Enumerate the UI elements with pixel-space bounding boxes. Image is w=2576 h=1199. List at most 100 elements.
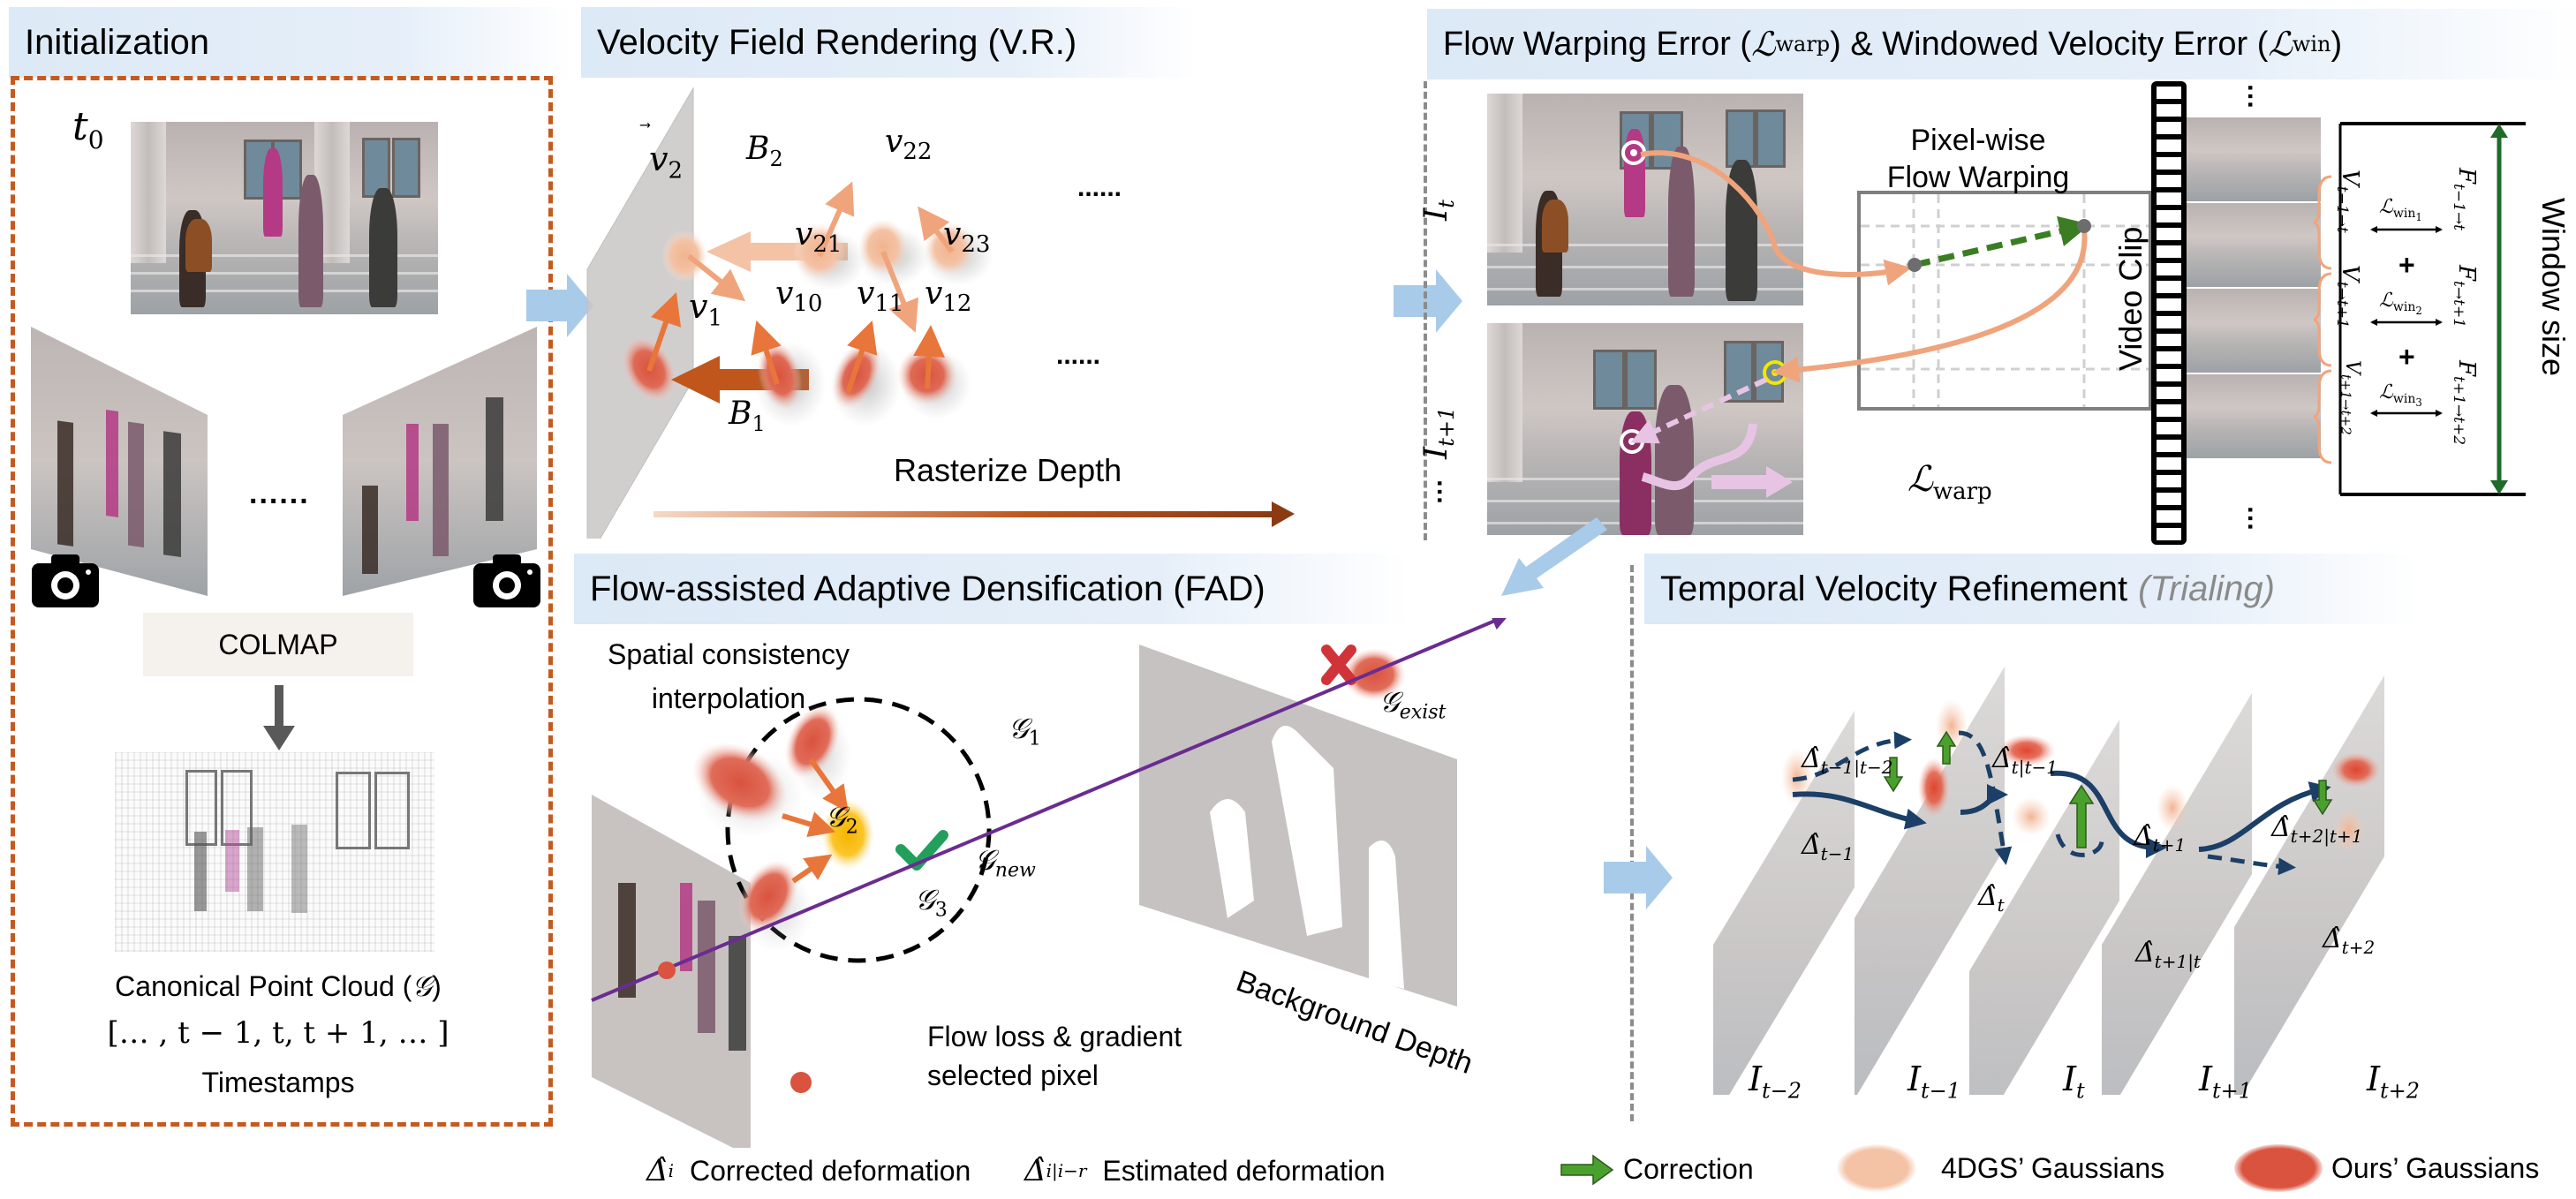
window-term-f3: Ft+1→t+2: [2449, 360, 2480, 446]
point-cloud-image: [115, 752, 434, 952]
gexist-label: 𝒢exist: [1379, 685, 1447, 724]
legend-estimated-deformation: Δ̂i|i−r Estimated deformation: [1024, 1153, 1386, 1188]
b2-arrow: [706, 231, 848, 272]
reference-frame-image: [131, 122, 438, 314]
window-plus-1: +: [2398, 249, 2415, 281]
gaussian-4dgs: [2333, 807, 2365, 853]
window-size-label: Window size: [2535, 198, 2572, 377]
vector-label-v12: v12: [925, 275, 972, 318]
views-ellipsis: ......: [249, 477, 310, 510]
flow-warping-grid: [1857, 191, 2152, 411]
colmap-box: COLMAP: [143, 613, 413, 676]
correction-arrow: [1883, 730, 2333, 848]
divider-bottom: [1630, 565, 1634, 1121]
lwarp-arrow: [1711, 466, 1793, 498]
gnew-label: 𝒢new: [975, 843, 1036, 882]
selected-pixel-legend-label: Flow loss & gradient selected pixel: [927, 1021, 1182, 1091]
gaussian-ours: [1998, 735, 2055, 766]
fad-header: Flow-assisted Adaptive Densification (FA…: [574, 554, 1411, 624]
camera-icon: [473, 554, 540, 607]
gaussian-ours: [832, 342, 881, 409]
timestamps-label: Timestamps: [201, 1067, 355, 1098]
vector-label-v23: v23: [943, 216, 991, 259]
gaussian-4dgs: [661, 230, 707, 283]
legend-ours-gaussians: Ours’ Gaussians: [2234, 1144, 2539, 1192]
delta-est-t1-t2: Δ̂t−1|t−2: [1802, 743, 1893, 778]
pixelwise-label: Pixel-wise Flow Warping: [1886, 124, 2070, 194]
camera-ray: [591, 618, 1510, 1002]
vr-ellipsis-bottom: ......: [1056, 341, 1101, 370]
initialization-title: Initialization: [25, 22, 210, 62]
frame-plane-t+2: [2234, 675, 2384, 1095]
flow-arrow-warp-to-fad: [1501, 517, 1607, 596]
frame-plane-t+1: [2102, 693, 2252, 1095]
video-clip-label: Video Clip: [2112, 226, 2149, 371]
selected-pixel-legend-dot: [790, 1072, 812, 1093]
time-label-t0: t0: [72, 104, 104, 155]
fad-diagram: [591, 618, 1510, 1148]
vector-label-v22: v22: [885, 124, 933, 166]
clip-frame-4: [2187, 374, 2321, 458]
gaussian-4dgs-swatch: [1837, 1144, 1916, 1192]
correction-arrow-icon: [1560, 1154, 1614, 1185]
frame-plane-t-2: [1713, 711, 1855, 1095]
estimated-trajectory: [1792, 731, 1912, 782]
window-term-f2: Ft→t+1: [2449, 265, 2480, 328]
vr-diagram: [586, 87, 1295, 539]
vr-image-plane: [587, 88, 693, 539]
frame-label-t-2: It−2: [1749, 1059, 1802, 1104]
gaussian-ours-swatch: [2234, 1144, 2323, 1192]
initialization-border: [11, 76, 553, 1127]
delta-corr-t1: Δ̂t−1: [1802, 830, 1855, 864]
window-loss-1: ℒwin1: [2379, 196, 2422, 224]
frames-ellipsis: …: [1432, 479, 1461, 505]
corrected-trajectory: [1792, 791, 1927, 830]
delta-corr-tp1: Δ̂t+1: [2134, 821, 2187, 856]
window-bracket: [2314, 122, 2526, 496]
vr-title: Velocity Field Rendering (V.R.): [597, 22, 1077, 62]
legend-corrected-deformation: Δ̂i Corrected deformation: [646, 1153, 971, 1188]
gaussian-ours: [2331, 752, 2381, 788]
flow-arrow-into-temporal: [1604, 846, 1673, 909]
delta-corr-t: Δ̂t: [1978, 881, 2005, 916]
temporal-diagram: [1713, 667, 2384, 1095]
g3-label: 𝒢3: [915, 883, 948, 922]
vr-ellipsis-top: ......: [1077, 173, 1122, 202]
b2-label: B2: [746, 131, 783, 172]
frame-label-t+2: It+2: [2367, 1059, 2421, 1104]
window-term-v3: Vt+1→t+2: [2338, 360, 2363, 435]
frame-label-it: It: [1418, 200, 1460, 221]
clip-ellipsis-top: …: [2242, 83, 2271, 109]
legend-4dgs-gaussians: 4DGS’ Gaussians: [1837, 1144, 2164, 1192]
colmap-label: COLMAP: [218, 628, 338, 660]
selected-pixel: [658, 961, 676, 979]
flow-arrow-vr-to-warp: [1394, 269, 1462, 333]
lwarp-label: ℒwarp: [1907, 459, 1992, 505]
initialization-header: Initialization: [9, 7, 572, 78]
window-loss-3: ℒwin3: [2379, 381, 2422, 410]
delta-est-t-t1: Δ̂t|t−1: [1992, 743, 2058, 778]
g1-label: 𝒢1: [1008, 712, 1041, 750]
camera-icon: [32, 554, 99, 607]
film-strip: [2151, 81, 2187, 545]
frame-label-t: It: [2063, 1059, 2085, 1104]
frame-label-t-1: It−1: [1907, 1059, 1961, 1104]
gaussian-4dgs: [2157, 785, 2188, 831]
g2-label: 𝒢2: [826, 800, 858, 839]
reject-x-icon: [1321, 645, 1356, 685]
divider-top: [1424, 81, 1427, 540]
gaussian-g1: [784, 705, 841, 779]
temporal-title: Temporal Velocity Refinement: [1660, 569, 2128, 608]
vector-label-v21: v21: [795, 216, 842, 259]
rasterize-depth-arrow: [653, 511, 1272, 517]
frame-image-it1: [1487, 323, 1803, 535]
b1-label: B1: [729, 396, 766, 437]
legend-correction: Correction: [1560, 1153, 1754, 1186]
clip-frame-3: [2187, 289, 2321, 373]
point-cloud-caption: Canonical Point Cloud (𝒢): [115, 969, 442, 1003]
clip-frame-1: [2187, 117, 2321, 201]
window-plus-2: +: [2398, 341, 2415, 373]
side-views: [31, 327, 537, 596]
vector-label-v1: v1: [689, 287, 723, 332]
